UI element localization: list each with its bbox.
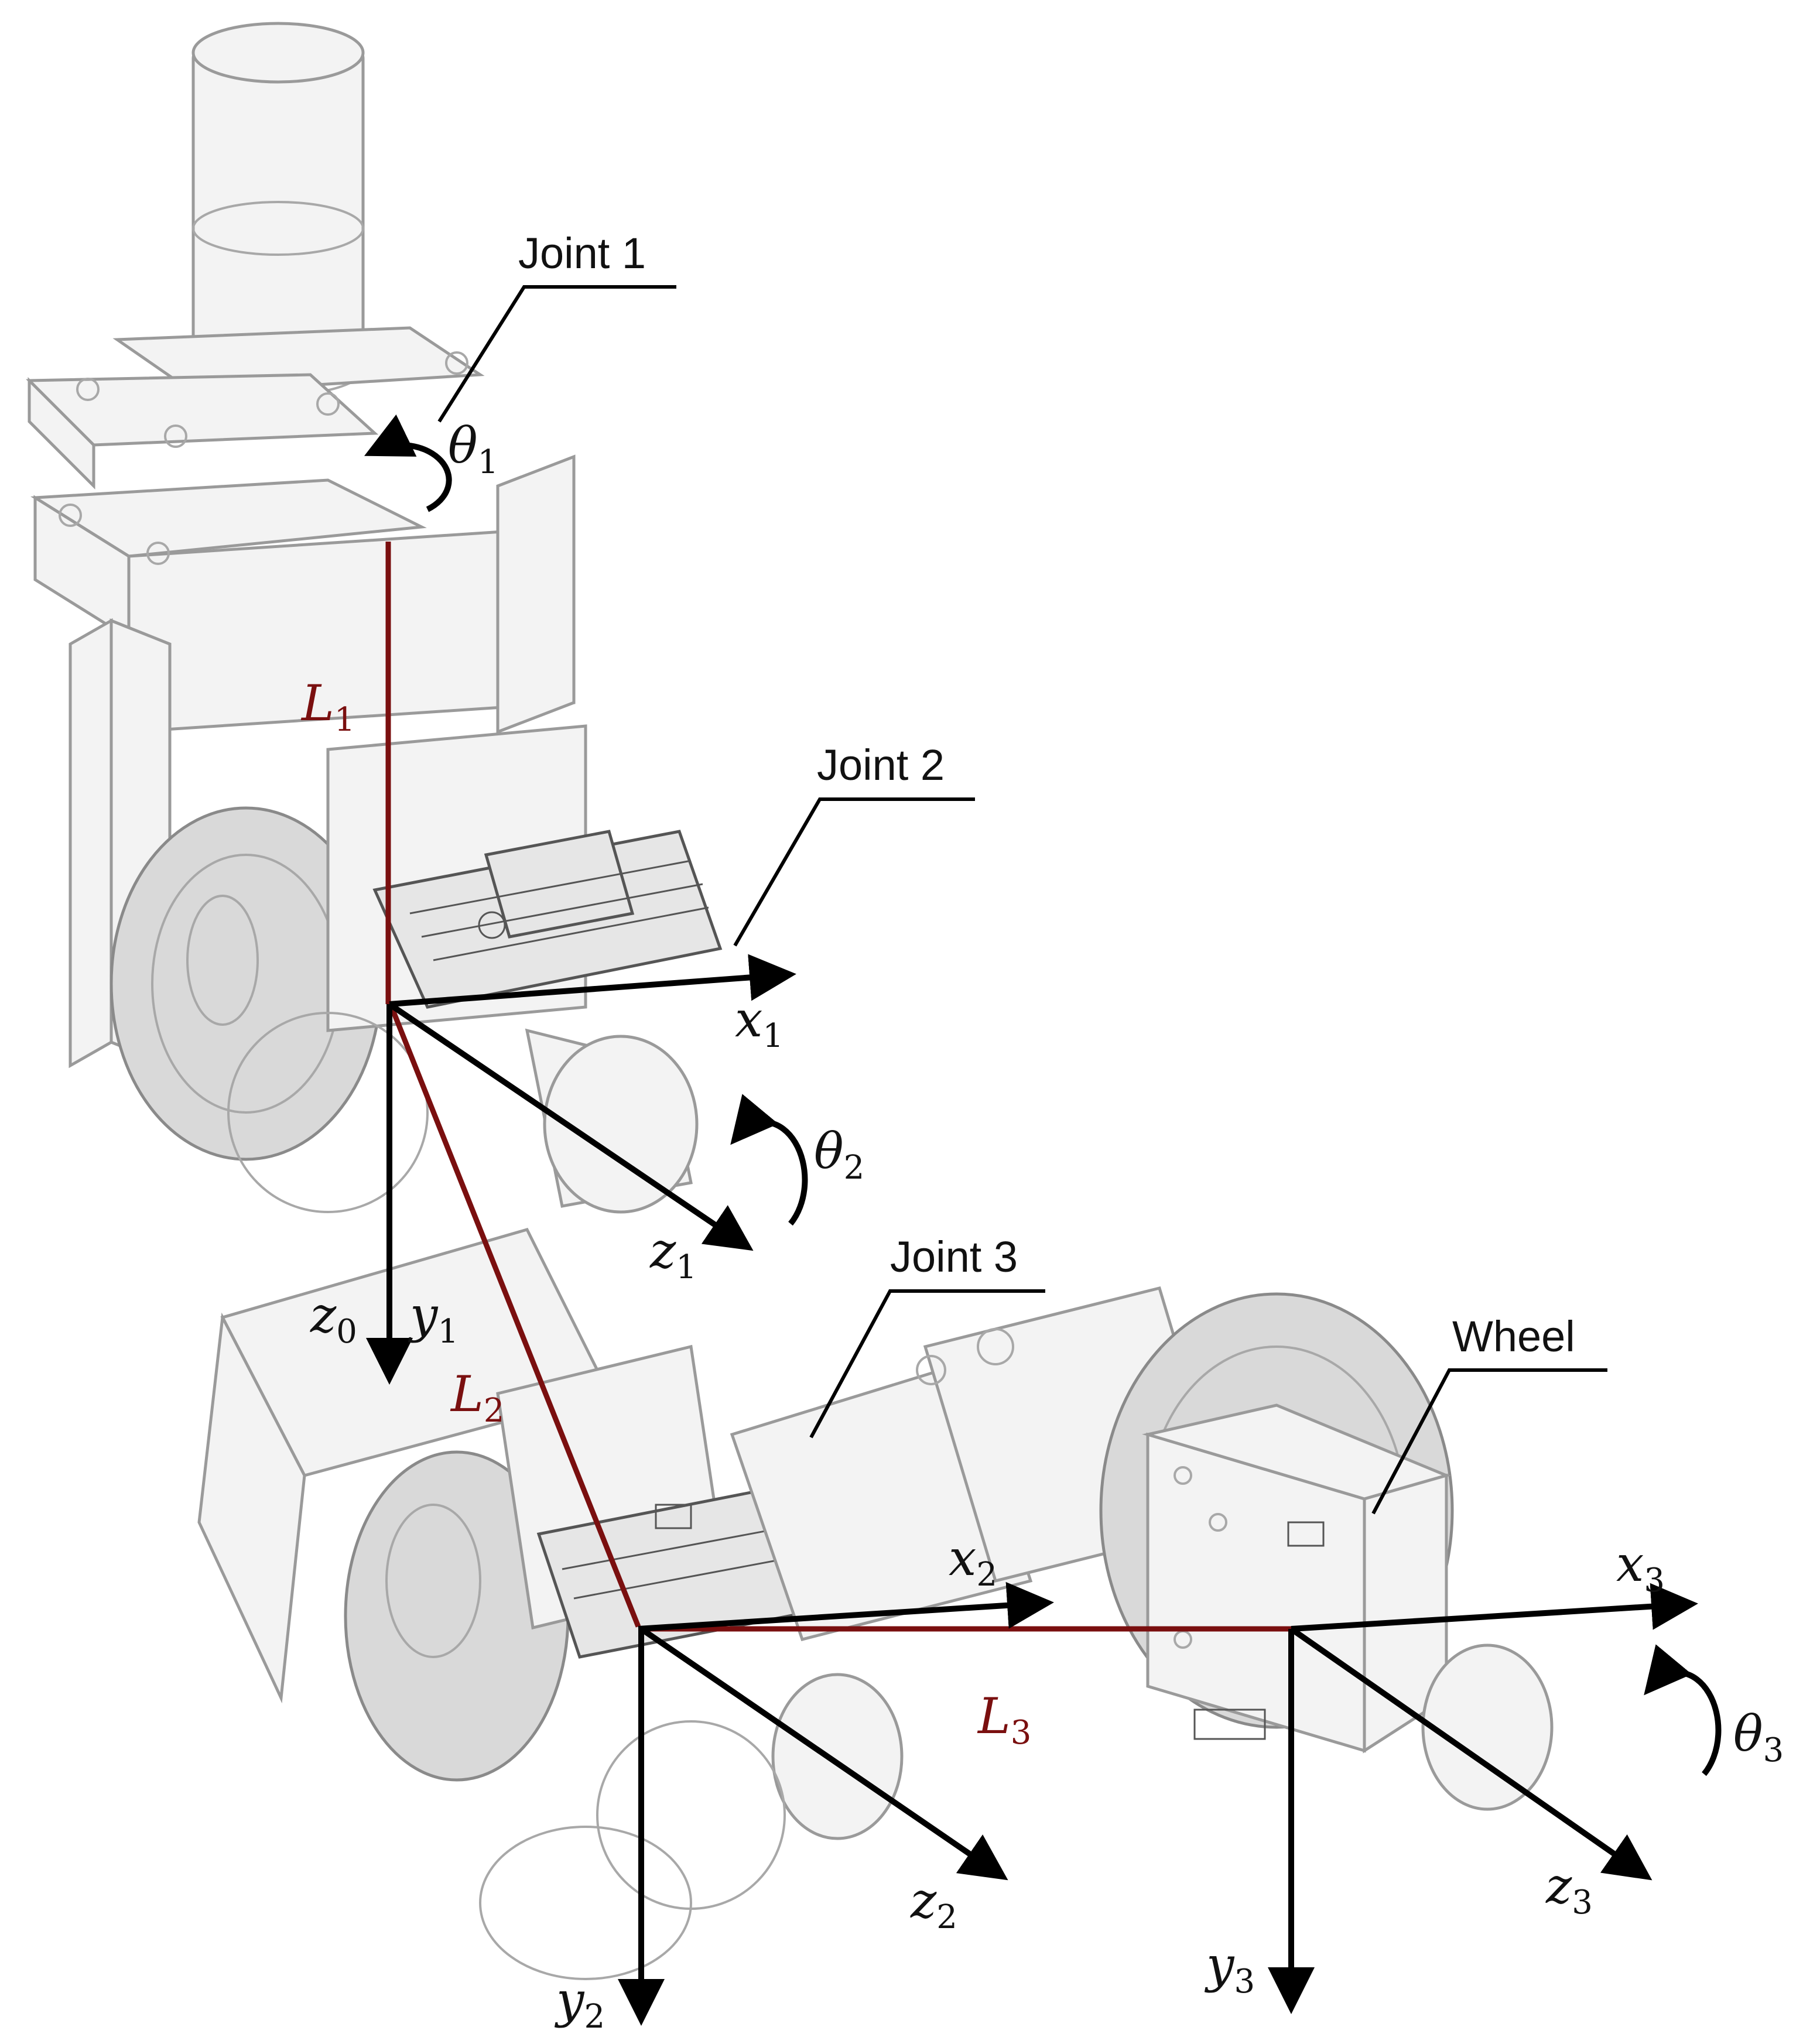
joint1-label: Joint 1 — [518, 229, 646, 278]
y1-label: y1 — [408, 1286, 459, 1351]
callout-leaders — [437, 285, 1607, 1515]
kinematic-links — [385, 542, 1291, 1632]
wheel-label: Wheel — [1452, 1312, 1575, 1361]
theta3-label: θ3 — [1733, 1705, 1784, 1769]
joint2-leader — [733, 797, 975, 947]
wheel-leader — [1371, 1368, 1607, 1515]
top-actuator — [191, 22, 365, 396]
coordinate-axes — [366, 954, 1698, 2026]
l3-label: L3 — [977, 1687, 1031, 1752]
axis-labels: x1 z1 z0 y1 x2 z2 y2 x3 z3 y3 — [310, 991, 1665, 2036]
joint3-leader — [809, 1289, 1045, 1439]
x3-label: x3 — [1616, 1535, 1665, 1600]
angle-labels: θ1 θ2 θ3 — [448, 417, 1784, 1769]
link-l2-line — [388, 1005, 641, 1628]
l2-label: L2 — [450, 1365, 504, 1430]
mechanical-drawing — [26, 22, 1554, 1980]
callout-labels: Joint 1 Joint 2 Joint 3 Wheel — [518, 229, 1575, 1361]
theta2-label: θ2 — [814, 1122, 864, 1187]
z3-label: z3 — [1545, 1857, 1593, 1922]
x1-axis-arrow — [389, 954, 796, 1007]
joint3-label: Joint 3 — [890, 1232, 1018, 1281]
x2-axis-arrow — [638, 1581, 1054, 1632]
joint2-board — [372, 830, 723, 1009]
theta3-rotation-arrow — [1644, 1644, 1722, 1776]
y2-label: y2 — [554, 1971, 605, 2036]
z3-axis-arrow — [1289, 1626, 1653, 1881]
z0-label: z0 — [310, 1286, 357, 1351]
l1-label: L1 — [300, 675, 355, 739]
x1-label: x1 — [735, 991, 784, 1055]
theta2-rotation-arrow — [730, 1094, 808, 1226]
z1-label: z1 — [649, 1222, 697, 1286]
link-labels: L1 L2 L3 — [300, 675, 1031, 1752]
theta1-rotation-arrow — [364, 414, 452, 512]
rotation-arrows — [364, 414, 1722, 1776]
theta1-label: θ1 — [448, 417, 498, 481]
x3-axis-arrow — [1291, 1583, 1698, 1632]
z2-label: z2 — [910, 1872, 957, 1936]
joint1-leader — [437, 285, 676, 423]
x2-label: x2 — [949, 1529, 997, 1594]
y3-label: y3 — [1204, 1936, 1255, 2001]
wheel-assembly — [1099, 1292, 1554, 1811]
z1-axis-arrow — [388, 1001, 754, 1251]
joint2-label: Joint 2 — [817, 741, 945, 789]
z2-axis-arrow — [639, 1626, 1008, 1881]
